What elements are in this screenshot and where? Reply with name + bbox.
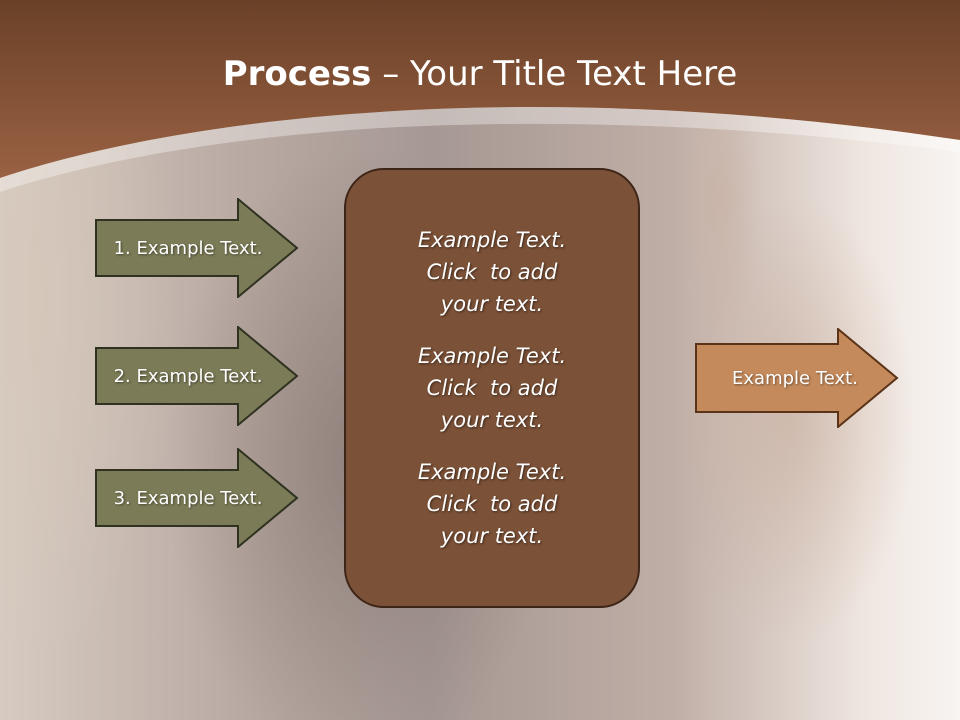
center-text-line: Example Text. xyxy=(417,228,567,252)
center-text-line: Click to add xyxy=(426,260,558,284)
step-arrow-3[interactable]: 3. Example Text. xyxy=(95,448,299,548)
step-arrow-1[interactable]: 1. Example Text. xyxy=(95,198,299,298)
header-banner xyxy=(0,0,960,192)
result-arrow[interactable]: Example Text. xyxy=(695,328,899,428)
center-text-line: your text. xyxy=(440,408,544,432)
center-text-line: Click to add xyxy=(426,492,558,516)
slide-title[interactable]: Process – Your Title Text Here xyxy=(0,52,960,96)
center-text-block-3: Example Text. Click to add your text. xyxy=(418,456,566,552)
center-text-line: your text. xyxy=(440,292,544,316)
step-arrow-2[interactable]: 2. Example Text. xyxy=(95,326,299,426)
center-text-line: Click to add xyxy=(426,376,558,400)
title-bold: Process xyxy=(222,54,372,94)
center-text-block-2: Example Text. Click to add your text. xyxy=(418,340,566,436)
arrow-right-icon xyxy=(695,328,899,428)
center-text-block-1: Example Text. Click to add your text. xyxy=(418,224,566,320)
arrow-right-icon xyxy=(95,326,299,426)
center-text-line: your text. xyxy=(440,524,544,548)
step-label-1: 1. Example Text. xyxy=(113,237,263,259)
step-label-2: 2. Example Text. xyxy=(113,365,263,387)
step-label-3: 3. Example Text. xyxy=(113,487,263,509)
title-rest: – Your Title Text Here xyxy=(371,54,738,94)
arrow-right-icon xyxy=(95,198,299,298)
center-text-line: Example Text. xyxy=(417,344,567,368)
result-label: Example Text. xyxy=(732,367,858,389)
arrow-right-icon xyxy=(95,448,299,548)
center-process-box[interactable]: Example Text. Click to add your text. Ex… xyxy=(344,168,640,608)
center-text-line: Example Text. xyxy=(417,460,567,484)
